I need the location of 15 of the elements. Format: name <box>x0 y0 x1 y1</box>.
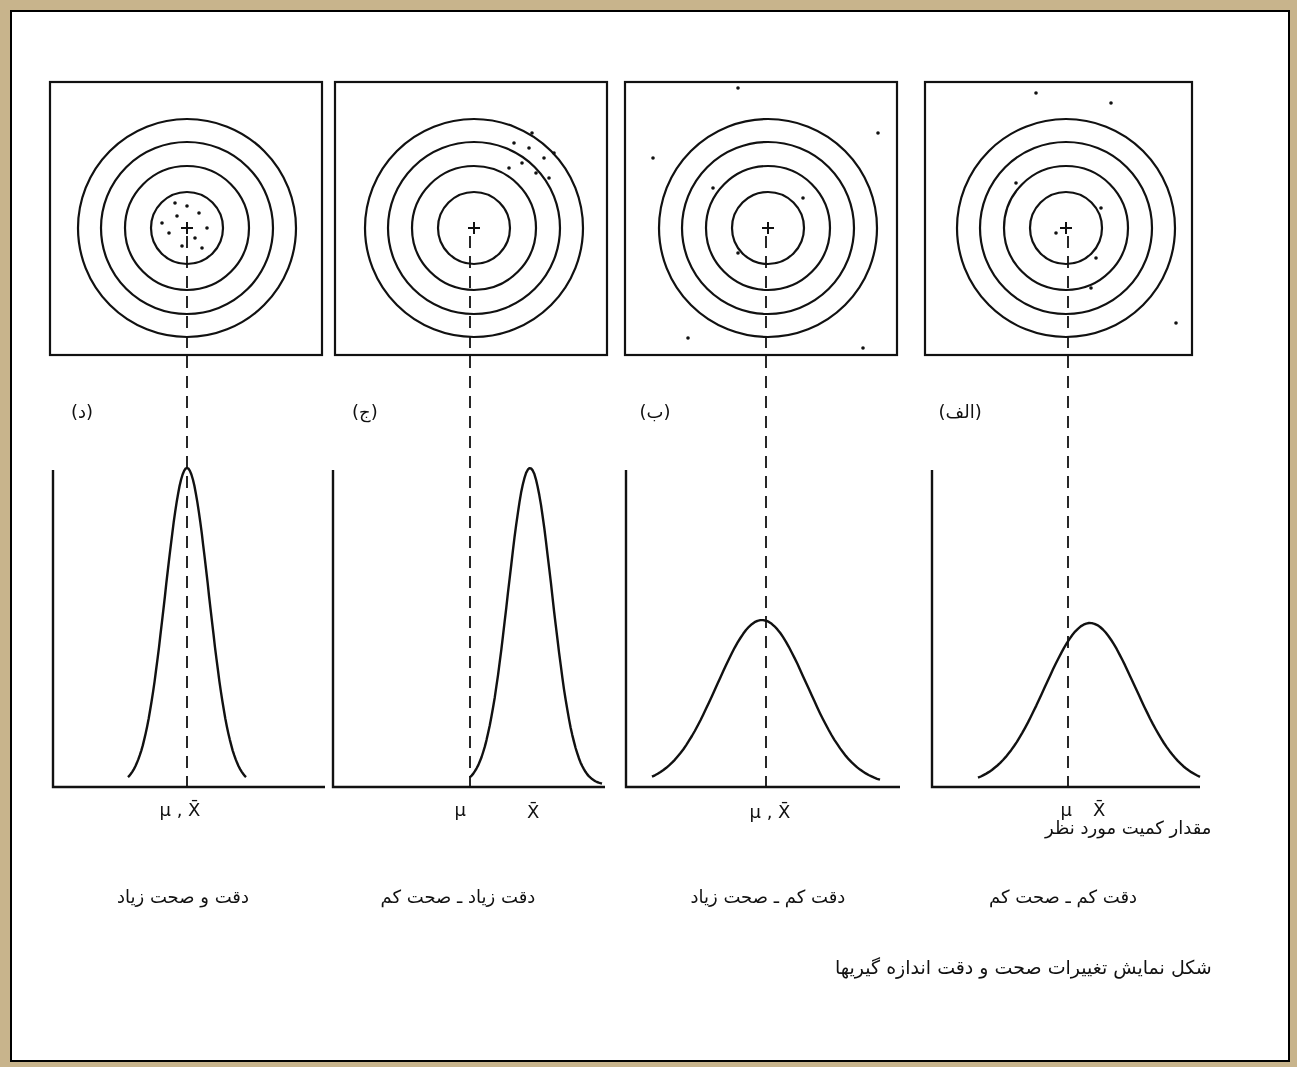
panel-caption: دقت زیاد ـ صحت کم <box>380 886 536 908</box>
panel-label: (ب) <box>639 401 671 423</box>
axis-value-label: μ , X̄ <box>159 799 201 821</box>
axis-value-label: μ <box>1060 799 1072 820</box>
panel-caption: دقت کم ـ صحت زیاد <box>690 886 846 908</box>
panel-label: (د) <box>71 401 94 423</box>
axis-value-label: X̄ <box>527 801 540 823</box>
figure-caption: شکل نمایش تغییرات صحت و دقت اندازه گیریها <box>835 956 1212 978</box>
axis-value-label: μ <box>454 799 466 821</box>
panel-caption: دقت کم ـ صحت کم <box>989 886 1138 908</box>
panel-label: (الف) <box>938 401 982 423</box>
axis-value-label: μ , X̄ <box>749 801 791 823</box>
axis-value-label: X̄ <box>1093 799 1106 821</box>
panel-caption: دقت و صحت زیاد <box>117 886 249 908</box>
panel-label: (ج) <box>352 401 378 423</box>
